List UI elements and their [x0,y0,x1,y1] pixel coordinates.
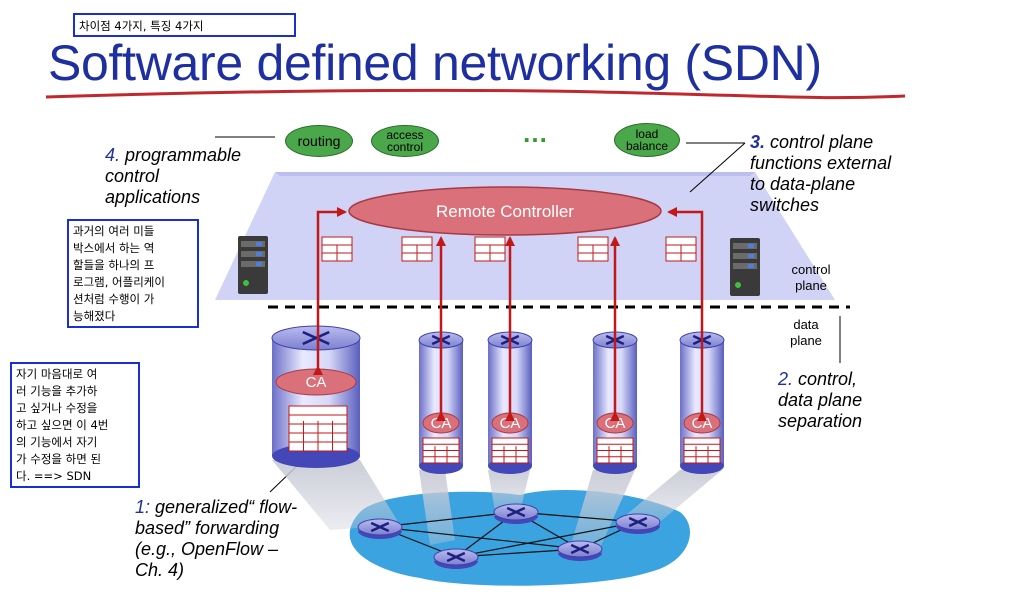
ca-label-1: CA [306,374,327,391]
leader-external [689,142,746,193]
label-separation-num: 2. [778,369,794,389]
apps-ellipsis: … [522,118,548,148]
remote-controller-label: Remote Controller [436,202,574,221]
app-load-balance[interactable]: load balance [614,123,680,157]
label-external-text: control plane functions external to data… [750,132,892,215]
label-apps-text: programmable control applications [105,145,242,207]
switch-3-flow-table [491,437,529,464]
network-router-3[interactable] [433,548,479,569]
ca-label-4: CA [605,415,626,432]
network-router-2[interactable] [493,503,539,524]
label-flow-forwarding: 1: generalized“ flow- based” forwarding … [135,497,297,581]
switch-1-flow-table [288,405,348,452]
network-router-3-icon [433,548,479,566]
network-router-4[interactable] [557,540,603,561]
control-plane-label: control plane [791,262,831,293]
control-plane-table-2 [401,236,433,262]
network-router-5[interactable] [615,513,661,534]
control-plane-table-3 [474,236,506,262]
label-external-num: 3. [750,132,766,152]
ca-label-3: CA [500,415,521,432]
top-note: 차이점 4가지, 특징 4가지 [73,13,296,37]
beam-5 [620,470,722,522]
server-left-icon [238,236,268,294]
control-plane-table-1 [321,236,353,262]
arrow-ca-5 [667,207,707,421]
switch-2-flow-table [422,437,460,464]
switch-5-flow-table [683,437,721,464]
app-access-control[interactable]: access control [371,125,439,157]
label-apps-num: 4. [105,145,121,165]
app-routing[interactable]: routing [285,125,353,157]
network-router-1-icon [357,518,403,536]
note-sdn: 자기 마음대로 여 러 기능을 추가하 고 싶거나 수정을 하고 싶으면 이 4… [10,362,140,488]
beam-4 [570,470,635,548]
network-router-2-icon [493,503,539,521]
network-router-4-icon [557,540,603,558]
server-right-icon [730,238,760,296]
switch-4-flow-table [596,437,634,464]
title-underline [45,88,906,100]
page-title: Software defined networking (SDN) [48,35,822,91]
ca-label-2: CA [431,415,452,432]
beam-1 [272,460,400,530]
network-router-5-icon [615,513,661,531]
label-external-functions: 3. control plane functions external to d… [750,132,891,216]
network-router-1[interactable] [357,518,403,539]
switch-1[interactable]: CA [271,325,361,468]
label-flow-text: generalized“ flow- based” forwarding (e.… [135,497,298,580]
label-programmable-apps: 4. programmable control applications [105,145,241,208]
remote-controller[interactable] [348,186,662,236]
control-plane-table-5 [665,236,697,262]
beam-2 [419,470,455,545]
label-separation-text: control, data plane separation [778,369,863,431]
control-plane-table-4 [577,236,609,262]
note-middlebox: 과거의 여러 미들 박스에서 하는 역 할들을 하나의 프 로그램, 어플리케이… [67,219,199,328]
ca-label-5: CA [692,415,713,432]
label-plane-separation: 2. control, data plane separation [778,369,862,432]
beam-3 [488,470,530,512]
switch-1-top-icon [271,325,361,351]
arrow-ca-1 [313,207,347,375]
label-flow-num: 1: [135,497,151,517]
data-plane-label: data plane [790,317,822,348]
